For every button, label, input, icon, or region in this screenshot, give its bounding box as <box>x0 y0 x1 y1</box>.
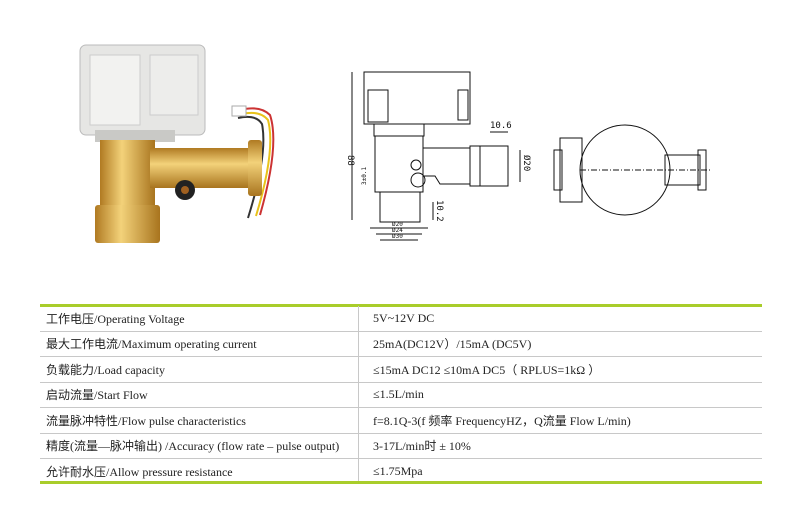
spec-row: 允许耐水压/Allow pressure resistance ≤1.75Mpa <box>40 458 762 484</box>
spec-value: ≤1.75Mpa <box>358 458 762 484</box>
spec-value: ≤15mA DC12 ≤10mA DC5（ RPLUS=1kΩ ） <box>358 356 762 383</box>
spec-label: 启动流量/Start Flow <box>40 382 359 408</box>
flow-sensor-photo <box>79 44 275 243</box>
dim-dia-outer: Ø30 <box>392 233 403 240</box>
dim-outlet-dia: Ø20 <box>521 155 532 171</box>
spec-label: 允许耐水压/Allow pressure resistance <box>46 464 233 479</box>
spec-label: 工作电压/Operating Voltage <box>40 306 359 332</box>
spec-value: 5V~12V DC <box>358 306 762 332</box>
dim-outlet-length: 10.6 <box>490 121 512 131</box>
dim-height: 88 <box>345 155 355 166</box>
spec-value: f=8.1Q-3(f 频率 FrequencyHZ，Q流量 Flow L/min… <box>358 407 762 434</box>
spec-label: 最大工作电流/Maximum operating current <box>40 331 359 357</box>
spec-label: 流量脉冲特性/Flow pulse characteristics <box>40 407 359 434</box>
dim-thread: 3±0.1 <box>361 167 368 185</box>
dim-inlet-height: 10.2 <box>434 200 444 222</box>
spec-row: 精度(流量—脉冲输出) /Accuracy (flow rate – pulse… <box>40 433 762 459</box>
spec-label: 负载能力/Load capacity <box>40 356 359 383</box>
spec-value: 3-17L/min时 ± 10% <box>358 433 762 459</box>
spec-value: 25mA(DC12V）/15mA (DC5V) <box>358 331 762 357</box>
spec-value: ≤1.5L/min <box>358 382 762 408</box>
table-top-rule <box>40 304 762 307</box>
top-view-drawing <box>553 124 710 216</box>
spec-row: 负载能力/Load capacity≤15mA DC12 ≤10mA DC5（ … <box>40 356 762 383</box>
dim-dia-mid: Ø24 <box>392 227 403 234</box>
table-bottom-rule <box>40 481 762 484</box>
dim-dia-inner: Ø20 <box>392 221 403 228</box>
side-view-drawing: 88 10.6 Ø20 10.2 3±0.1 Ø20 Ø24 Ø30 <box>345 71 532 241</box>
spec-label: 精度(流量—脉冲输出) /Accuracy (flow rate – pulse… <box>40 433 359 459</box>
spec-row: 启动流量/Start Flow≤1.5L/min <box>40 382 762 408</box>
